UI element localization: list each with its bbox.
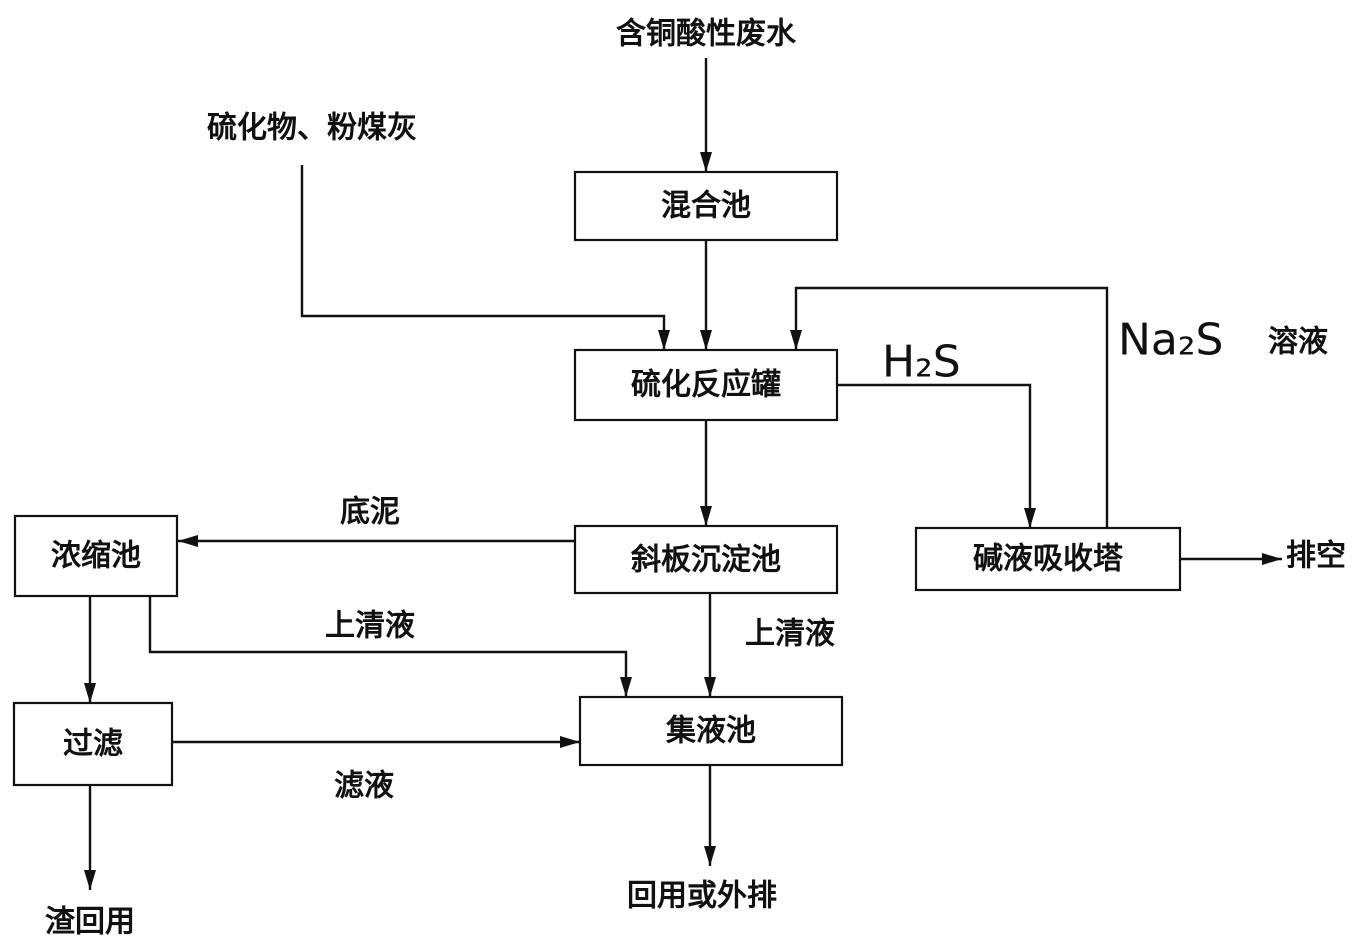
na2s-label: Na₂S <box>1118 315 1223 366</box>
mixing-tank-box: 混合池 <box>573 170 839 242</box>
flow-reagents-to-reactor <box>300 165 670 350</box>
flow-h2s-to-tower <box>836 383 1036 528</box>
thickener-box: 浓缩池 <box>13 514 179 598</box>
filtrate-label: 滤液 <box>334 769 394 804</box>
sulfidation-reactor-label: 硫化反应罐 <box>631 368 781 403</box>
flow-na2s-return <box>790 286 1109 528</box>
mixing-tank-label: 混合池 <box>661 189 751 224</box>
alkali-absorption-tower-label: 碱液吸收塔 <box>973 542 1124 577</box>
h2s-label: H₂S <box>882 337 961 388</box>
inclined-plate-settler-box: 斜板沉淀池 <box>573 524 839 595</box>
settler-supernatant-label: 上清液 <box>745 617 835 652</box>
thickener-label: 浓缩池 <box>51 539 141 574</box>
residue-reuse-label: 渣回用 <box>45 905 135 940</box>
na2s-solution-label: 溶液 <box>1268 325 1328 360</box>
alkali-absorption-tower-box: 碱液吸收塔 <box>914 526 1182 592</box>
thickener-supernatant-label: 上清液 <box>325 609 415 644</box>
collection-tank-label: 集液池 <box>665 714 756 749</box>
influent-label: 含铜酸性废水 <box>616 17 797 52</box>
filtration-label: 过滤 <box>63 727 123 762</box>
collection-tank-box: 集液池 <box>578 695 844 767</box>
reagents-label: 硫化物、粉煤灰 <box>207 111 417 146</box>
inclined-plate-settler-label: 斜板沉淀池 <box>631 543 781 578</box>
vent-label: 排空 <box>1286 539 1346 574</box>
sludge-label: 底泥 <box>340 495 400 530</box>
flow-lines <box>84 58 1282 890</box>
sulfidation-reactor-box: 硫化反应罐 <box>573 348 839 422</box>
flow-thickener-supernatant <box>148 596 632 697</box>
filtration-box: 过滤 <box>12 701 174 787</box>
reuse-or-discharge-label: 回用或外排 <box>627 879 777 914</box>
